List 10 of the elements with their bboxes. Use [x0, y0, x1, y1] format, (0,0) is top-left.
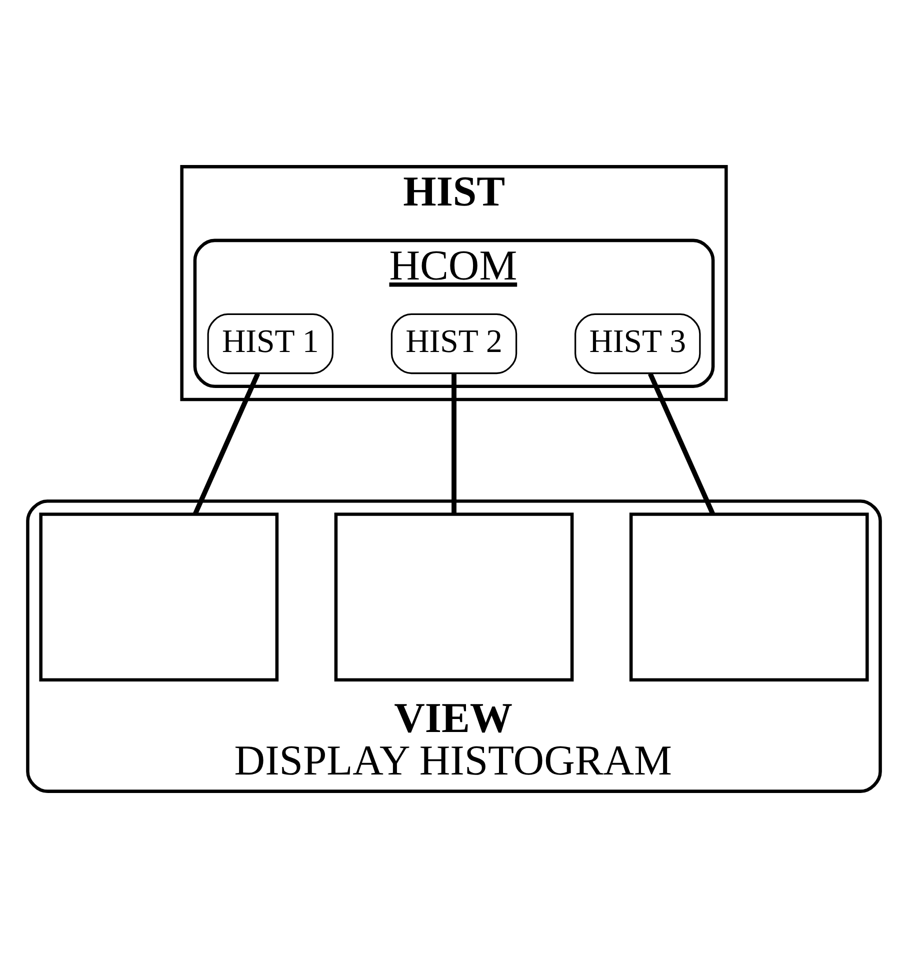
node-box — [629, 512, 869, 682]
node-box: HIST 2 — [390, 313, 518, 374]
connector — [648, 372, 716, 515]
node-box — [334, 512, 574, 682]
node-box: HIST 3 — [574, 313, 701, 374]
connector — [452, 374, 456, 514]
connector — [192, 372, 260, 515]
node-box: HIST 1 — [207, 313, 334, 374]
cluster: VIEW DISPLAY HISTOGRAM — [26, 500, 882, 793]
node-box — [39, 512, 279, 682]
